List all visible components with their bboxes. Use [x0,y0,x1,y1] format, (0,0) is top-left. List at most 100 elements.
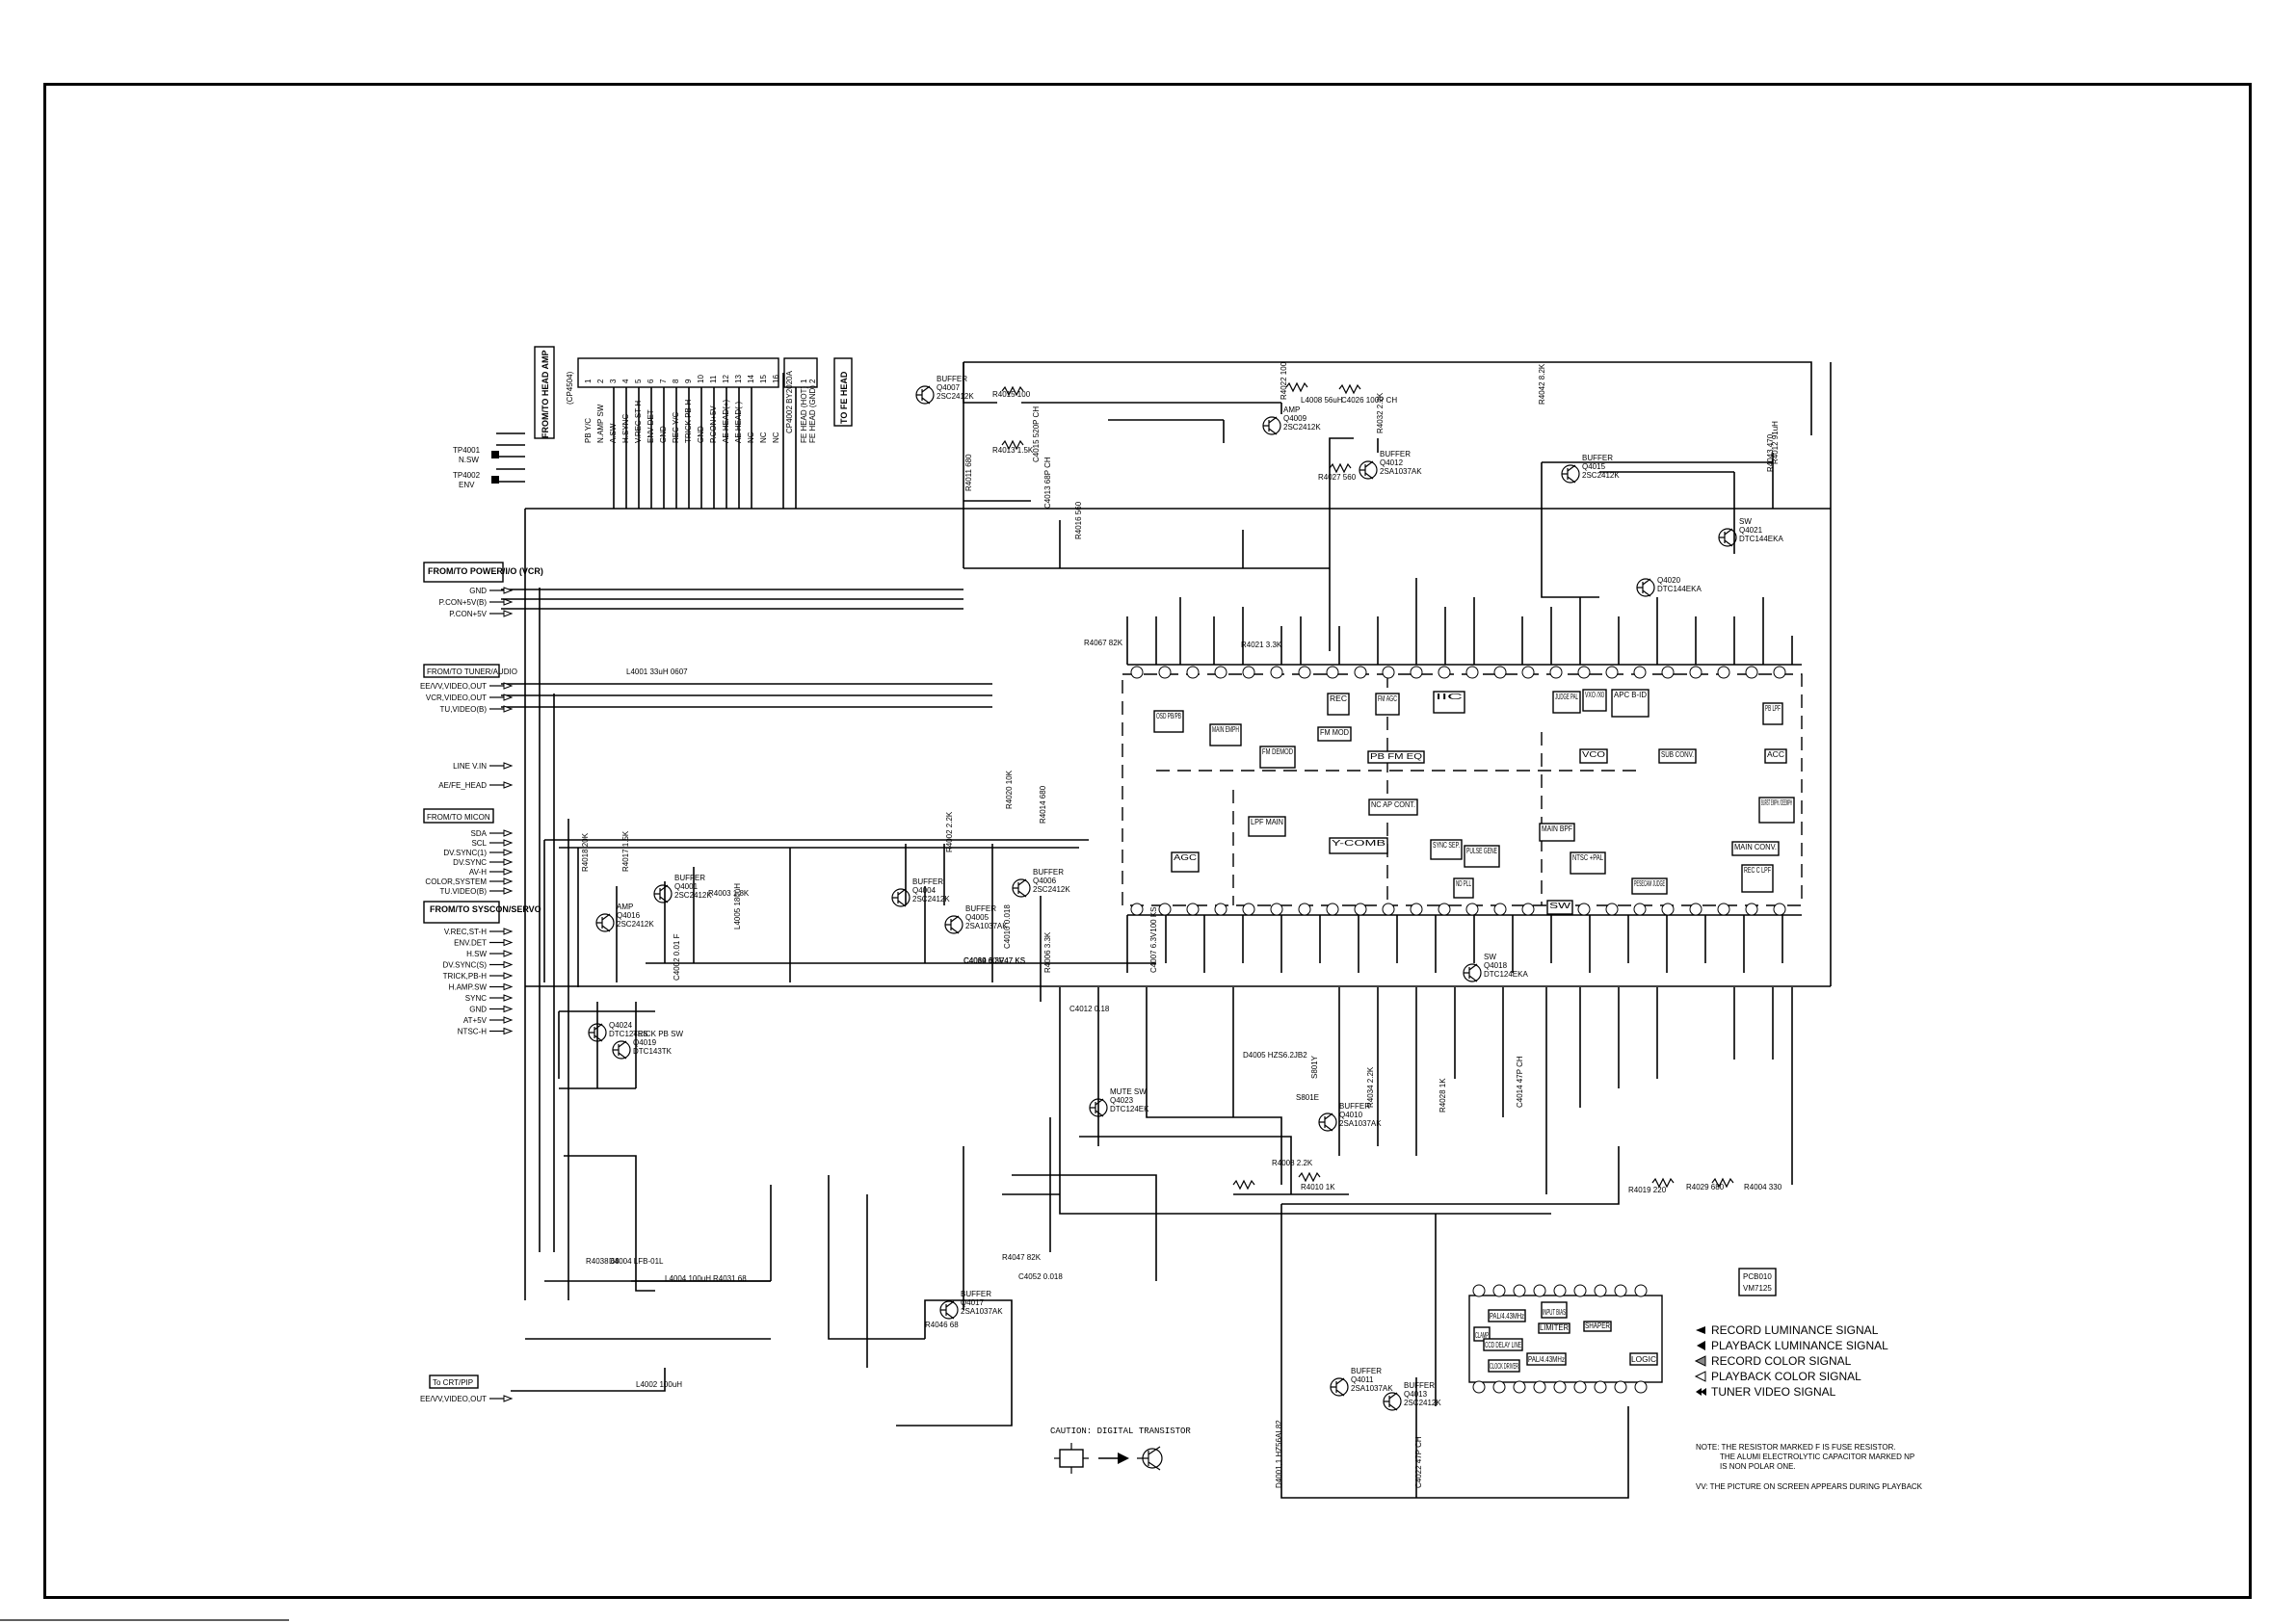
ic-block-label: SW [1549,902,1571,910]
component-label: C4015 520P CH [1032,406,1041,462]
ic-block-label: FM AGC [1378,694,1397,703]
ic2-block [1483,1338,1523,1351]
transistor-leads [1464,963,1478,982]
resistor-symbol [1285,381,1308,393]
ic-pin-bottom [1605,903,1619,916]
transistor-role: BUFFER [961,1290,991,1298]
component-label: L4008 56uH [1301,396,1343,405]
pcb-id: PCB010 [1743,1272,1772,1281]
ic-pin-bottom [1633,903,1647,916]
signal-arrow [503,598,514,606]
ic-block-label: PB LPF [1765,704,1781,713]
crt-signal-list: EE/VV,VIDEO,OUT [420,1395,514,1403]
signal-arrow [503,938,514,947]
signal-label: NTSC-H [458,1028,487,1036]
component-label: C4014 47P CH [1516,1056,1524,1108]
ic-pin-top [1577,666,1591,679]
digital-transistor-caution: CAUTION: DIGITAL TRANSISTOR [1050,1427,1191,1474]
component-label: L4001 33uH 0607 [626,668,688,676]
power-io-label: FROM/TO POWER/I/O (VCR) [428,566,543,576]
resistor-symbol [1329,462,1352,474]
transistor-part: DTC144EKA [1657,585,1702,593]
ic-pin-bottom [1382,903,1395,916]
transistor-ref: Q4005 [965,913,990,922]
ic2-block [1583,1321,1612,1332]
signal-label: ENV.DET [454,939,487,948]
signal-label: H.SW [466,950,487,958]
ic-block [1464,845,1500,868]
testpoint-label: ENV [459,481,475,489]
transistor-leads [1359,460,1374,480]
signal-arrow [503,858,514,866]
ic2-pin-top [1614,1284,1627,1297]
signal-arrow [503,950,514,957]
ic-block-label: MAIN EMPH [1212,725,1239,734]
head-amp-connector-ref: (CP4504) [566,371,574,405]
component-label: R4020 10K [1005,770,1014,809]
component-label: C4007 6.3V100 KS [1149,907,1158,974]
signal-label: COLOR,SYSTEM [425,877,487,886]
component-label: R4008 2.2K [1272,1159,1313,1167]
ic-block [1317,726,1352,742]
signal-label: SCL [471,839,487,848]
legend-mark [1696,1326,1705,1334]
transistor-part: 2SC2412K [937,392,974,401]
component-label: C4019 6.3V47 KS [963,956,1025,965]
ic-block-label: SYNC SEP. [1433,841,1460,850]
head-pin-number: 14 [747,375,755,383]
transistor-ref: Q4023 [1110,1096,1134,1105]
transistor-ref: Q4010 [1339,1111,1363,1119]
resistor-symbol [1001,439,1024,451]
transistor-leads [589,1023,603,1042]
ic-pin-top [1717,666,1730,679]
transistor-ref: Q4019 [633,1038,657,1047]
ic-block-label: JUDGE PAL [1555,693,1578,701]
signal-arrow [503,960,514,969]
component-label: C4010 0.018 [1003,904,1012,949]
signal-label: GND [469,1006,487,1014]
ic2-block [1629,1352,1658,1366]
head-amp-connector-title: FROM/TO HEAD AMP [541,351,550,439]
ic-pin-top [1130,666,1144,679]
transistor-part: DTC124ES [609,1030,647,1038]
ic-block-label: FM MOD [1320,728,1349,737]
tuner-audio-label: FROM/TO TUNER/AUDIO [427,668,517,676]
ic-pin-bottom [1354,903,1367,916]
signal-label: P.CON+5V [449,610,487,618]
signal-arrow [503,839,514,847]
transistor-part: 2SC2412K [674,891,712,900]
transistor-leads [1263,416,1278,435]
crt-block: To CRT/PIP EE/VV,VIDEO,OUT [420,1374,514,1403]
ic-block-label: PULSE GENE [1466,847,1497,855]
fe-pin-list: 1FE HEAD (HOT)2FE HEAD (GND) [800,379,817,443]
ic2-pin-top [1492,1284,1506,1297]
transistor-leads [1013,878,1027,898]
component-label: R4031 68 [713,1274,747,1283]
caution-text: CAUTION: DIGITAL TRANSISTOR [1050,1427,1191,1436]
ic-pin-top [1410,666,1423,679]
head-pin-label: N.AMP SW [596,404,605,443]
resistor-symbol [1711,1177,1734,1189]
transistor-role: TRICK PB SW [633,1030,683,1038]
model-id: VM7125 [1743,1284,1772,1293]
resistor-symbol [1651,1177,1675,1189]
ic-pin-top [1633,666,1647,679]
signal-arrow [503,781,514,789]
component-label: L4004 100uH [665,1274,711,1283]
signal-label: SYNC [465,994,487,1003]
legend-mark [1697,1341,1705,1350]
head-pin-number: 12 [722,375,730,383]
signal-arrow [503,610,514,617]
ic-block [1762,702,1783,725]
ic-block [1433,691,1465,714]
ic-pin-bottom [1717,903,1730,916]
head-pin-label: AE HEAD(-) [734,402,743,443]
component-label: R4034 2.2K [1366,1066,1375,1108]
signal-arrow [503,762,514,770]
head-pin-label: GND [697,426,705,443]
ic-block-label: FM DEMOD [1262,747,1293,756]
signal-label: H.AMP.SW [449,983,488,992]
ic2-block-label: LIMITER [1540,1323,1569,1332]
